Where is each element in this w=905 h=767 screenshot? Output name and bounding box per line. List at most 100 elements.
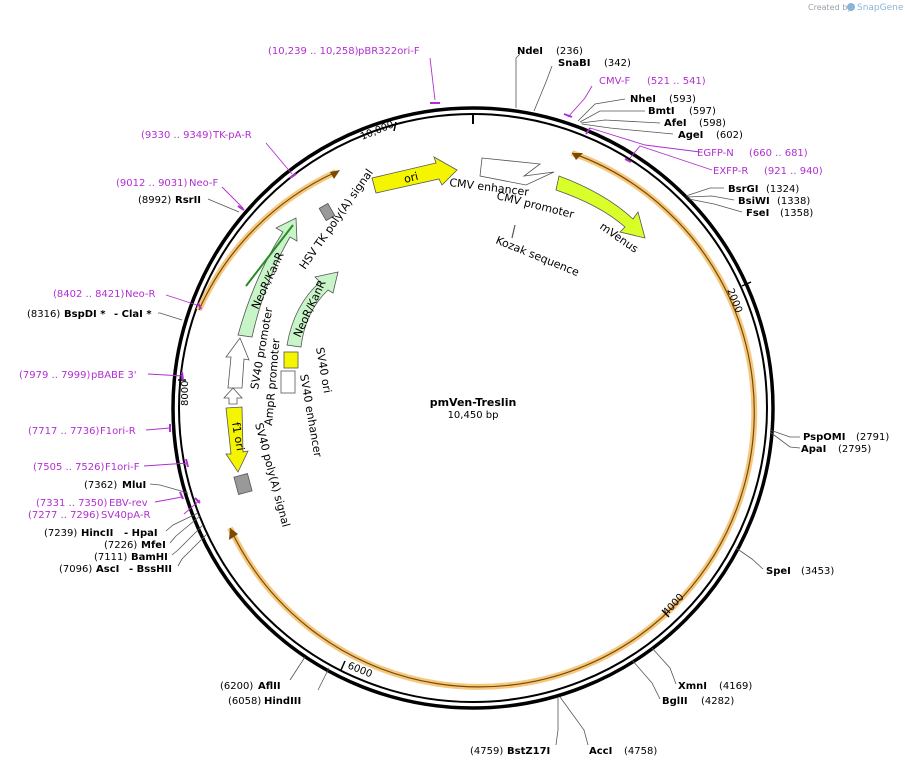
neo-inner-label: NeoR/KanR [291, 278, 329, 340]
enzyme-name: BamHI [131, 552, 168, 563]
enzyme-extra: - ClaI * [114, 309, 152, 320]
tick-4000-mark [661, 609, 670, 618]
enzyme-pos: (3453) [801, 566, 834, 577]
enzyme-name: BsrGI [728, 184, 758, 195]
sv40-polya-feature [233, 473, 253, 495]
tick-2000: 2000 [724, 287, 744, 315]
mvenus-feature [555, 175, 646, 239]
f1-ori-label: f1 ori [229, 421, 247, 452]
hsv-tk-label: HSV TK poly(A) signal [297, 167, 376, 272]
sv40-enhancer-feature [280, 370, 296, 394]
sv40-polya-label: SV40 poly(A) signal [252, 421, 292, 528]
enzyme-pos: (7239) [44, 528, 77, 539]
backbone-outer [171, 106, 775, 710]
primer-name: SV40pA-R [101, 510, 150, 521]
enzyme-name: SnaBI [558, 58, 590, 69]
treslin-arc-tail [229, 528, 238, 540]
enzyme-name: BspDI * [64, 309, 106, 320]
watermark-created-by: Created by [808, 3, 852, 12]
primer-pos: (7331 .. 7350) [36, 498, 108, 509]
primer-name: Neo-R [125, 289, 156, 300]
kozak-label: Kozak sequence [494, 234, 581, 279]
tick-10000-mark [393, 121, 397, 132]
enzyme-pos: (7362) [84, 480, 117, 491]
enzyme-pos: (1338) [777, 196, 810, 207]
enzyme-name: ApaI [801, 444, 826, 455]
tk-arc [198, 171, 337, 311]
primer-name: F1ori-F [105, 462, 140, 473]
enzyme-name: AfeI [664, 118, 687, 129]
enzyme-name: BglII [662, 696, 688, 707]
enzyme-name: FseI [746, 208, 769, 219]
enzyme-name: AscI [96, 564, 119, 575]
enzyme-name: NdeI [517, 46, 543, 57]
primer-pos: (10,239 .. 10,258) [268, 46, 359, 57]
primer-pos: (7277 .. 7296) [28, 510, 100, 521]
enzyme-pos: (7111) [94, 552, 127, 563]
neo-inner-feature [286, 271, 339, 348]
primer-name: EXFP-R [713, 166, 748, 177]
enzyme-pos: (8316) [27, 309, 60, 320]
enzyme-pos: (7226) [104, 540, 137, 551]
enzyme-name: BstZ17I [507, 746, 550, 757]
enzyme-pos: (342) [604, 58, 631, 69]
enzyme-pos: (4759) [470, 746, 503, 757]
primer-name: EGFP-N [697, 148, 734, 159]
primer-leaders [143, 57, 713, 515]
primer-pos: (9330 .. 9349) [141, 130, 213, 141]
enzyme-name: RsrII [175, 195, 201, 206]
primer-name: TK-pA-R [212, 130, 252, 141]
enzyme-name: HindIII [264, 696, 301, 707]
treslin-arc-head [572, 153, 583, 160]
enzyme-pos: (4758) [624, 746, 657, 757]
enzyme-extra: - HpaI [124, 528, 158, 539]
primer-pos: (9012 .. 9031) [116, 178, 188, 189]
enzyme-pos: (602) [716, 130, 743, 141]
enzyme-pos: (7096) [59, 564, 92, 575]
sv40-promoter-feature [225, 337, 250, 389]
primer-name: F1ori-R [100, 426, 136, 437]
primer-name: EBV-rev [109, 498, 148, 509]
sv40-ori-label: SV40 ori [313, 346, 334, 394]
enzyme-pos: (4169) [719, 681, 752, 692]
tk-arc-head [330, 170, 340, 179]
primer-pos: (8402 .. 8421) [53, 289, 125, 300]
sv40-ori-feature [283, 351, 299, 369]
enzyme-pos: (4282) [701, 696, 734, 707]
enzyme-name: SpeI [766, 566, 791, 577]
enzyme-name: PspOMI [803, 432, 845, 443]
enzyme-extra: - BssHII [129, 564, 172, 575]
plasmid-name: pmVen-Treslin [430, 396, 517, 409]
enzyme-pos: (2795) [838, 444, 871, 455]
enzyme-pos: (598) [699, 118, 726, 129]
tick-6000-mark [340, 660, 346, 671]
enzyme-pos: (6200) [220, 681, 253, 692]
primer-pos: (7979 .. 7999) [19, 370, 91, 381]
neo-outer-green-line [245, 224, 294, 287]
tick-2000-mark [741, 281, 752, 287]
ori-feature [371, 156, 458, 194]
enzyme-name: AflII [258, 681, 281, 692]
primer-name: pBABE 3' [91, 370, 137, 381]
primer-pos: (660 .. 681) [749, 148, 808, 159]
enzyme-pos: (597) [689, 106, 716, 117]
primer-name: Neo-F [189, 178, 219, 189]
primer-pos: (521 .. 541) [647, 76, 706, 87]
plasmid-size: 10,450 bp [448, 410, 499, 421]
enzyme-pos: (1358) [780, 208, 813, 219]
enzyme-name: MfeI [141, 540, 166, 551]
enzyme-labels: NdeI (236) SnaBI (342) NheI (593) BmtI (… [27, 46, 889, 757]
enzyme-name: MluI [122, 480, 146, 491]
enzyme-name: AgeI [678, 130, 703, 141]
enzyme-pos: (8992) [138, 195, 171, 206]
tick-8000: 8000 [180, 381, 191, 406]
watermark-brand: SnapGene [857, 3, 904, 13]
enzyme-pos: (1324) [766, 184, 799, 195]
enzyme-pos: (2791) [856, 432, 889, 443]
cmv-enhancer-feature [479, 157, 555, 186]
primer-name: CMV-F [599, 76, 630, 87]
primer-pos: (921 .. 940) [764, 166, 823, 177]
enzyme-pos: (6058) [228, 696, 261, 707]
ampr-promoter-feature [223, 387, 243, 405]
